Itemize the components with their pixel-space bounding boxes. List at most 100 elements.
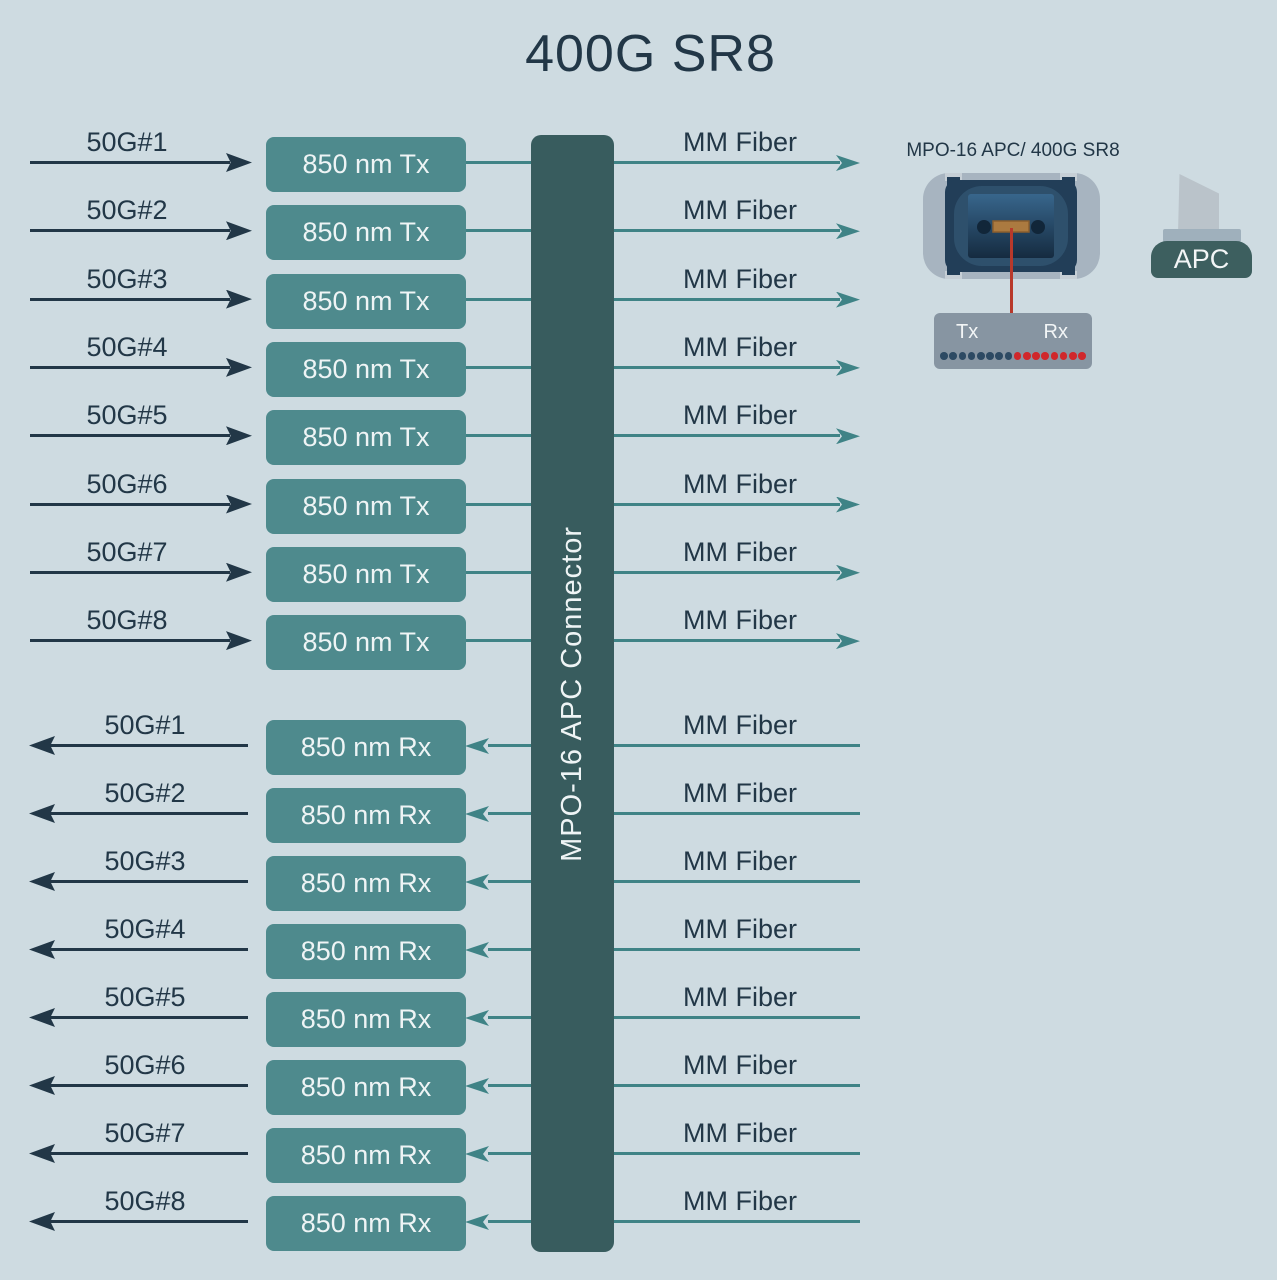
- rx-box: 850 nm Rx: [266, 1128, 466, 1183]
- fiber-label: MM Fiber: [683, 1118, 797, 1148]
- input-arrow-line: [30, 639, 230, 643]
- input-arrow-line: [30, 570, 230, 574]
- fiber-line: [612, 639, 840, 643]
- fiber-line: [612, 1084, 860, 1087]
- rx-pin-dot: [1032, 352, 1040, 360]
- connector-to-box-line: [488, 880, 536, 883]
- box-to-connector-line: [466, 365, 536, 369]
- tx-row: 50G#5 850 nm Tx MM Fiber: [0, 400, 1277, 466]
- tx-pin-dot: [967, 352, 976, 360]
- tx-box: 850 nm Tx: [266, 546, 466, 602]
- input-arrow-line: [30, 229, 230, 233]
- fiber-line: [612, 229, 840, 233]
- fiber-line: [612, 812, 860, 815]
- tx-pin-dot: [995, 352, 1004, 360]
- tx-row: 50G#3 850 nm Tx MM Fiber: [0, 264, 1277, 330]
- input-arrow-line: [30, 365, 230, 369]
- fiber-label: MM Fiber: [683, 982, 797, 1012]
- tx-row: 50G#7 850 nm Tx MM Fiber: [0, 537, 1277, 603]
- tx-pin-dot: [949, 352, 958, 360]
- apc-collar: [1163, 229, 1241, 242]
- rx-row: 50G#7 850 nm Rx MM Fiber: [0, 1118, 1277, 1184]
- fiber-arrow-head-icon: [465, 738, 489, 754]
- mpo-connector-bar-label: MPO-16 APC Connector: [556, 525, 588, 862]
- rx-box: 850 nm Rx: [266, 788, 466, 843]
- input-arrow-line: [30, 434, 230, 438]
- fiber-line: [612, 570, 840, 574]
- rx-box: 850 nm Rx: [266, 1196, 466, 1251]
- rx-row: 50G#1 850 nm Rx MM Fiber: [0, 710, 1277, 776]
- signal-label: 50G#8: [86, 605, 168, 636]
- fiber-label: MM Fiber: [683, 605, 797, 636]
- output-arrow-line: [46, 1220, 248, 1223]
- rx-box: 850 nm Rx: [266, 856, 466, 911]
- fiber-line: [612, 744, 860, 747]
- output-arrow-line: [46, 812, 248, 815]
- rx-box: 850 nm Rx: [266, 720, 466, 775]
- tx-pins-label: Tx: [956, 321, 979, 343]
- rx-row: 50G#4 850 nm Rx MM Fiber: [0, 914, 1277, 980]
- tx-pin-dot: [986, 352, 994, 360]
- fiber-label: MM Fiber: [683, 1050, 797, 1080]
- rx-row: 50G#5 850 nm Rx MM Fiber: [0, 982, 1277, 1048]
- fiber-arrow-head-icon: [465, 1146, 489, 1162]
- rx-row: 50G#8 850 nm Rx MM Fiber: [0, 1186, 1277, 1252]
- rx-pin-dot: [1022, 352, 1031, 360]
- fiber-line: [612, 1016, 860, 1019]
- fiber-label: MM Fiber: [683, 914, 797, 944]
- box-to-connector-line: [466, 570, 536, 574]
- input-arrow-line: [30, 297, 230, 301]
- pin-dots: [934, 352, 1092, 360]
- rx-pin-dot: [1068, 352, 1077, 360]
- box-to-connector-line: [466, 229, 536, 233]
- tx-row: 50G#1 850 nm Tx MM Fiber: [0, 127, 1277, 193]
- mpo-caption: MPO-16 APC/ 400G SR8: [906, 140, 1120, 161]
- connector-to-box-line: [488, 744, 536, 747]
- fiber-arrow-head-icon: [465, 942, 489, 958]
- rx-pin-dot: [1041, 352, 1049, 360]
- signal-label: 50G#7: [104, 1118, 186, 1148]
- rx-row: 50G#3 850 nm Rx MM Fiber: [0, 846, 1277, 912]
- signal-label: 50G#5: [104, 982, 186, 1012]
- rx-box: 850 nm Rx: [266, 992, 466, 1047]
- signal-label: 50G#1: [86, 127, 168, 157]
- tx-row: 50G#6 850 nm Tx MM Fiber: [0, 469, 1277, 535]
- fiber-label: MM Fiber: [683, 846, 797, 876]
- signal-label: 50G#6: [104, 1050, 186, 1080]
- fiber-line: [612, 948, 860, 951]
- output-arrow-line: [46, 880, 248, 883]
- output-arrow-line: [46, 1084, 248, 1087]
- box-to-connector-line: [466, 297, 536, 301]
- signal-label: 50G#3: [86, 263, 168, 294]
- tx-box: 850 nm Tx: [266, 478, 466, 534]
- mpo-connector-illustration: [923, 173, 1100, 279]
- fiber-arrow-head-icon: [465, 1214, 489, 1230]
- fiber-label: MM Fiber: [683, 1186, 797, 1216]
- connector-to-box-line: [488, 948, 536, 951]
- rx-row: 50G#6 850 nm Rx MM Fiber: [0, 1050, 1277, 1116]
- fiber-line: [612, 434, 840, 438]
- tx-row: 50G#2 850 nm Tx MM Fiber: [0, 195, 1277, 261]
- rx-pin-dot: [1050, 352, 1059, 360]
- page-title: 400G SR8: [525, 25, 776, 83]
- fiber-label: MM Fiber: [683, 468, 797, 499]
- fiber-arrow-head-icon: [465, 1010, 489, 1026]
- signal-label: 50G#4: [104, 914, 186, 944]
- fiber-label: MM Fiber: [683, 263, 797, 294]
- fiber-line: [612, 161, 840, 164]
- rx-pin-dot: [1059, 352, 1068, 360]
- tx-pin-dot: [958, 352, 967, 360]
- tx-row: 50G#4 850 nm Tx MM Fiber: [0, 332, 1277, 398]
- fiber-line: [612, 297, 840, 301]
- box-to-connector-line: [466, 161, 536, 164]
- tx-box: 850 nm Tx: [266, 341, 466, 397]
- rx-box: 850 nm Rx: [266, 924, 466, 979]
- connector-to-box-line: [488, 1152, 536, 1155]
- rx-pin-dot: [1078, 352, 1086, 360]
- signal-label: 50G#2: [86, 195, 168, 226]
- rx-box: 850 nm Rx: [266, 1060, 466, 1115]
- tx-row: 50G#8 850 nm Tx MM Fiber: [0, 605, 1277, 671]
- rx-pins-label: Rx: [1043, 321, 1068, 343]
- fiber-line: [612, 880, 860, 883]
- apc-ferrule-icon: [1178, 174, 1219, 233]
